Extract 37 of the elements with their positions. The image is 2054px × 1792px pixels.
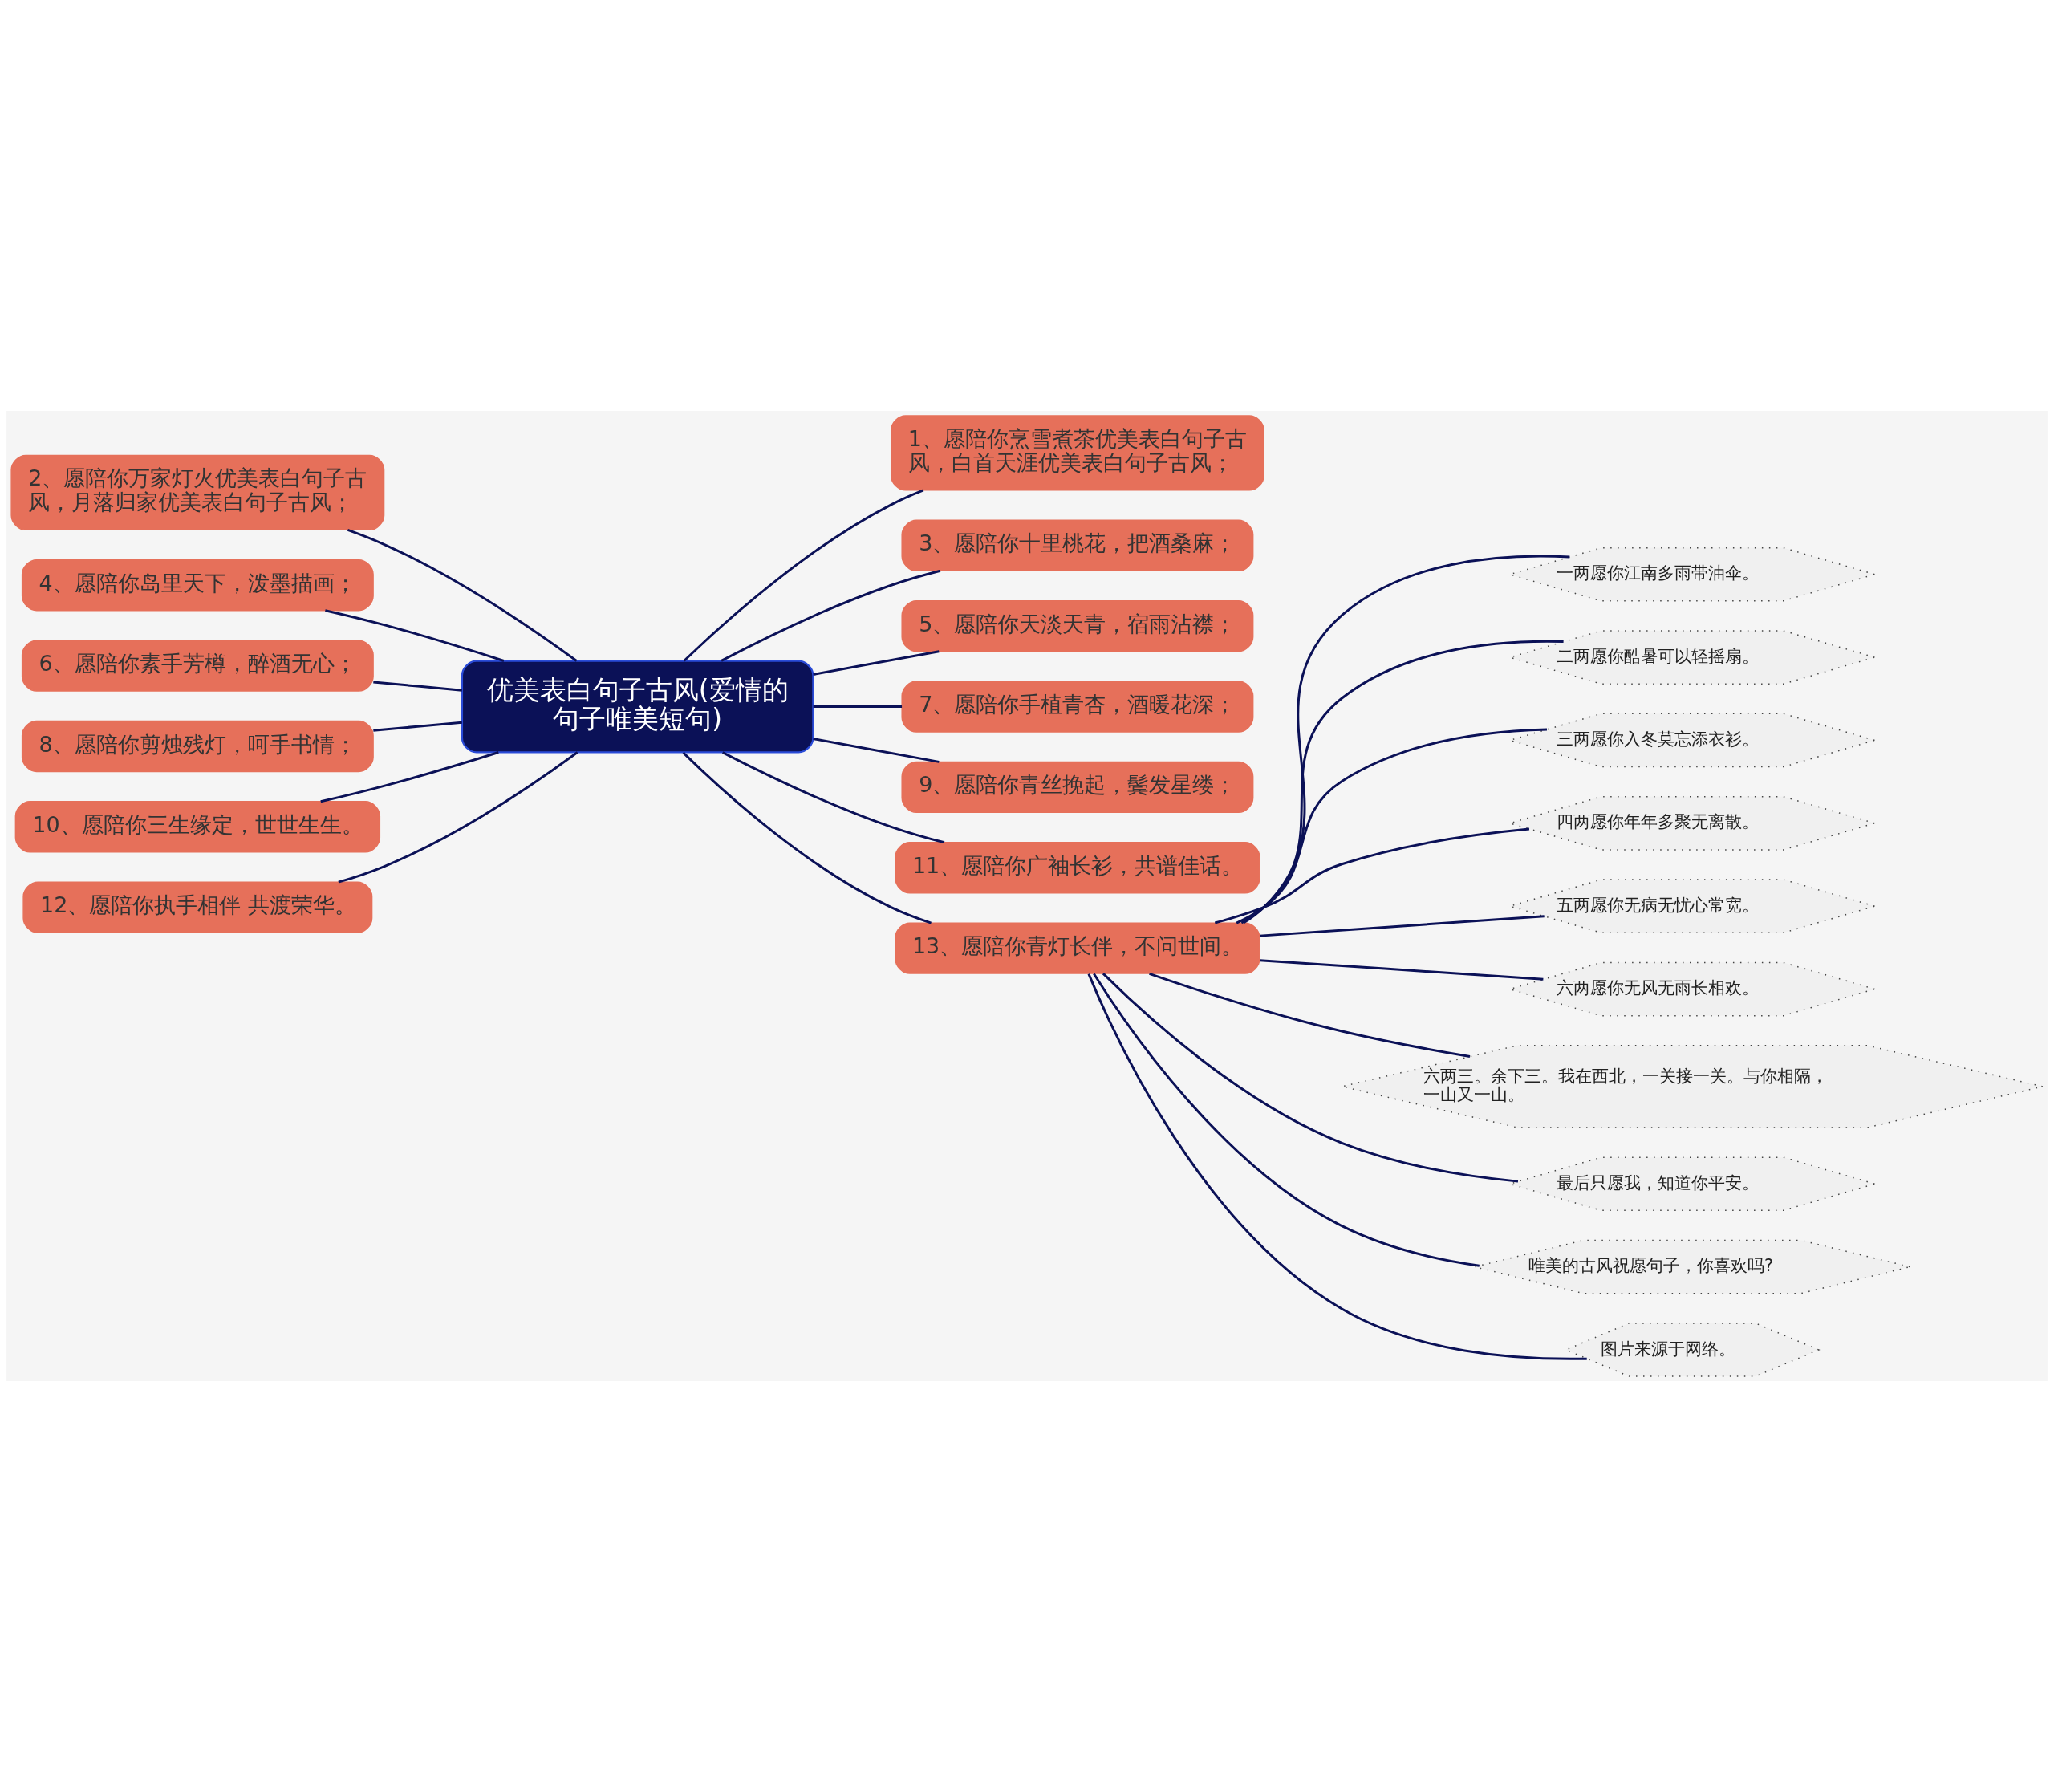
node-box: 9、愿陪你青丝挽起，鬓发星缕； bbox=[901, 761, 1254, 814]
connector bbox=[373, 681, 462, 692]
connector bbox=[1093, 973, 1480, 1267]
connector bbox=[1260, 915, 1545, 937]
node-box: 6、愿陪你素手芳樽，醉酒无心； bbox=[21, 640, 374, 692]
node-box: 1、愿陪你烹雪煮茶优美表白句子古风，白首天涯优美表白句子古风； bbox=[891, 415, 1264, 491]
node-box: 3、愿陪你十里桃花，把酒桑麻； bbox=[901, 519, 1254, 571]
connector bbox=[683, 489, 924, 662]
node-box: 2、愿陪你万家灯火优美表白句子古风，月落归家优美表白句子古风； bbox=[10, 454, 385, 531]
connector bbox=[1240, 640, 1564, 924]
connector bbox=[1102, 973, 1519, 1183]
connector bbox=[1087, 973, 1587, 1360]
connector bbox=[347, 528, 578, 662]
connector bbox=[1260, 959, 1544, 981]
node-box: 13、愿陪你青灯长伴，不问世间。 bbox=[895, 922, 1260, 974]
connector bbox=[1236, 728, 1548, 924]
node-box: 优美表白句子古风(爱情的句子唯美短句) bbox=[461, 660, 814, 754]
connector bbox=[813, 650, 940, 676]
connector bbox=[373, 721, 462, 732]
connector bbox=[721, 569, 941, 662]
connector bbox=[721, 751, 945, 844]
connector bbox=[338, 751, 578, 884]
connector bbox=[813, 705, 903, 708]
connector bbox=[325, 609, 505, 662]
node-box: 8、愿陪你剪烛残灯，呵手书情； bbox=[21, 720, 374, 773]
connector bbox=[682, 751, 932, 924]
connector bbox=[320, 751, 499, 803]
connector bbox=[1214, 827, 1530, 924]
node-box: 12、愿陪你执手相伴 共渡荣华。 bbox=[22, 881, 373, 933]
node-box: 7、愿陪你手植青杏，酒暖花深； bbox=[901, 681, 1254, 733]
connector bbox=[1149, 972, 1471, 1059]
node-box: 10、愿陪你三生缘定，世世生生。 bbox=[14, 801, 381, 853]
connector bbox=[1243, 555, 1570, 924]
connector bbox=[813, 738, 940, 763]
node-box: 11、愿陪你广袖长衫，共谱佳话。 bbox=[895, 842, 1260, 894]
node-box: 5、愿陪你天淡天青，宿雨沾襟； bbox=[901, 599, 1254, 652]
node-box: 4、愿陪你岛里天下，泼墨描画； bbox=[21, 559, 374, 612]
